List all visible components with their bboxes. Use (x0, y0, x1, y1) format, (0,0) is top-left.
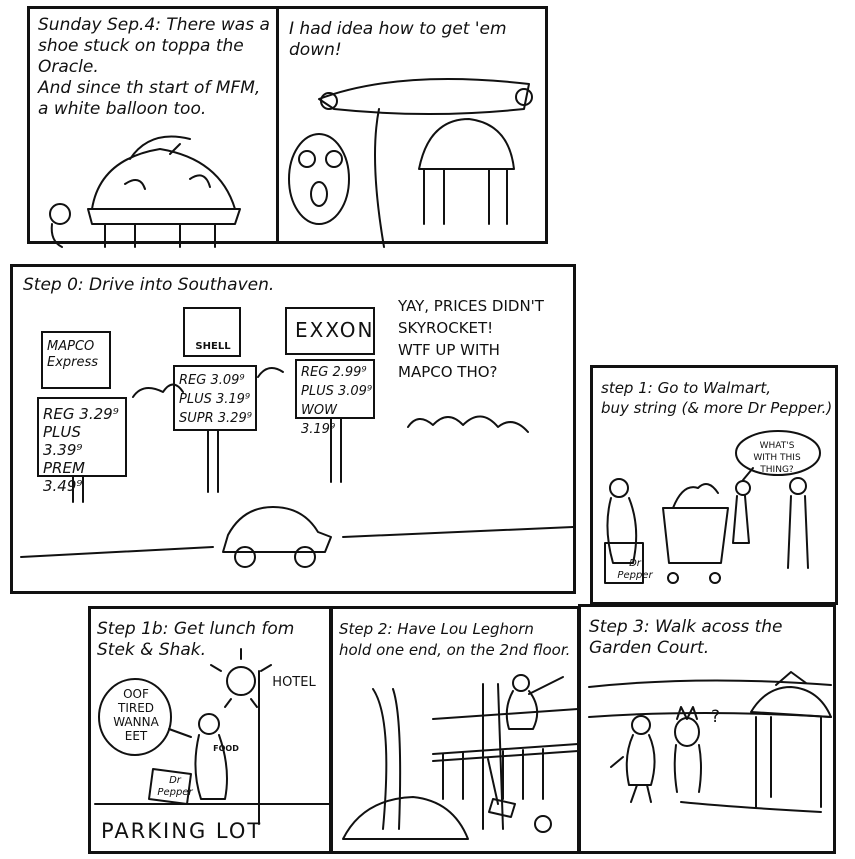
panel-2-caption: I had idea how to get 'em down! (289, 19, 507, 60)
cashier-speech: WHAT'S WITH THIS THING? (753, 441, 801, 475)
panel-6-caption: Step 2: Have Lou Leghorn hold one end, o… (339, 620, 571, 659)
gas-stations-road-drawing (20, 367, 574, 568)
oracle-dome-drawing (49, 135, 241, 248)
mapco-sign: MAPCO Express (41, 331, 111, 389)
exxon-price-board: REG 2.99⁹ PLUS 3.09⁹ WOW 3.19⁹ (295, 359, 375, 437)
panel-4-caption: step 1: Go to Walmart, buy string (& mor… (601, 379, 833, 417)
exxon-sign: EXXON (285, 307, 375, 355)
panel-1-caption: Sunday Sep.4: There was a shoe stuck on … (38, 15, 270, 119)
panel-2: I had idea how to get 'em down! (276, 6, 548, 248)
mapco-prices: REG 3.29⁹ PLUS 3.39⁹ PREM 3.49⁹ (43, 405, 119, 495)
mapco-brand: MAPCO Express (47, 339, 99, 370)
hotel-sign: HOTEL (272, 675, 316, 690)
garden-court-drawing (588, 671, 832, 813)
exxon-brand: EXXON (295, 318, 375, 342)
panel-6: Step 2: Have Lou Leghorn hold one end, o… (330, 606, 580, 854)
panel-3: Step 0: Drive into Southaven. MAPCO Expr… (10, 264, 576, 594)
lou-leghorn-balcony-drawing (342, 674, 579, 840)
shell-sign: SHELL (183, 307, 241, 357)
shell-brand: SHELL (195, 341, 231, 352)
mapco-price-board: REG 3.29⁹ PLUS 3.39⁹ PREM 3.49⁹ (37, 397, 127, 495)
thought-text: YAY, PRICES DIDN'T SKYROCKET! WTF UP WIT… (398, 297, 544, 381)
parking-lot-text: PARKING LOT (101, 819, 263, 843)
panel-3-caption: Step 0: Drive into Southaven. (23, 275, 275, 295)
panel-1: Sunday Sep.4: There was a shoe stuck on … (27, 6, 279, 248)
dog-question-mark: ? (711, 707, 721, 727)
dr-pepper-bag-label: Dr Pepper (157, 775, 193, 798)
panel-7: Step 3: Walk acoss the Garden Court. ? (578, 604, 836, 854)
turtle-idea-drawing (288, 78, 533, 248)
steak-shake-drawing (94, 648, 332, 825)
shell-price-board: REG 3.09⁹ PLUS 3.19⁹ SUPR 3.29⁹ (173, 365, 257, 431)
exxon-prices: REG 2.99⁹ PLUS 3.09⁹ WOW 3.19⁹ (301, 365, 373, 437)
panel-5-caption: Step 1b: Get lunch fom Stek & Shak. (97, 619, 295, 660)
panel-7-caption: Step 3: Walk acoss the Garden Court. (589, 617, 783, 658)
shell-prices: REG 3.09⁹ PLUS 3.19⁹ SUPR 3.29⁹ (179, 373, 252, 426)
dr-pepper-bag-label: Dr Pepper (617, 558, 653, 581)
turtle-speech: OOF TIRED WANNA EET (113, 687, 159, 743)
panel-5: Step 1b: Get lunch fom Stek & Shak. HOTE… (88, 606, 332, 854)
food-label: FOOD (213, 744, 239, 753)
panel-4: step 1: Go to Walmart, buy string (& mor… (590, 365, 838, 605)
walmart-drawing (604, 430, 821, 584)
